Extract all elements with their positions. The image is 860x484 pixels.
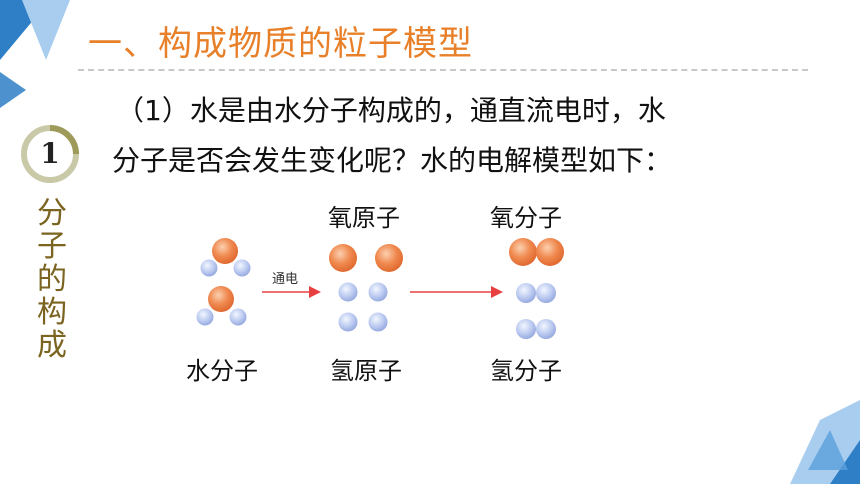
side-label-char: 子 [37,229,67,264]
label-oxygen-molecule: 氧分子 [490,204,562,232]
side-label: 分 子 的 构 成 [33,197,71,362]
side-label-char: 构 [37,295,67,330]
oxygen-atom [375,244,403,272]
hydrogen-atom [338,312,358,332]
label-oxygen-atom: 氧原子 [328,204,400,232]
label-hydrogen-molecule: 氢分子 [490,357,562,385]
oxygen-molecule [509,238,564,266]
paragraph-line-1: （1）水是由水分子构成的，通直流电时，水 [116,94,666,127]
water-molecule [196,286,247,326]
intro-paragraph: （1）水是由水分子构成的，通直流电时，水 分子是否会发生变化呢？水的电解模型如下… [112,86,792,186]
hydrogen-molecule [516,283,556,303]
arrow-label-electricity: 通电 [272,272,299,287]
title-divider [78,69,808,71]
label-hydrogen-atom: 氢原子 [330,357,402,385]
side-label-char: 的 [37,262,67,297]
section-badge-ring [21,125,79,183]
hydrogen-atom [368,282,388,302]
side-label-char: 分 [37,196,67,231]
oxygen-atom [329,244,357,272]
water-molecule [200,238,251,277]
side-label-char: 成 [37,328,67,363]
label-water-molecule: 水分子 [186,357,258,385]
hydrogen-atom [338,282,358,302]
section-number: 1 [40,137,60,170]
hydrogen-molecule [516,319,556,339]
paragraph-line-2: 分子是否会发生变化呢？水的电解模型如下： [112,144,673,177]
slide-title: 一、构成物质的粒子模型 [88,24,473,64]
hydrogen-atom [368,312,388,332]
